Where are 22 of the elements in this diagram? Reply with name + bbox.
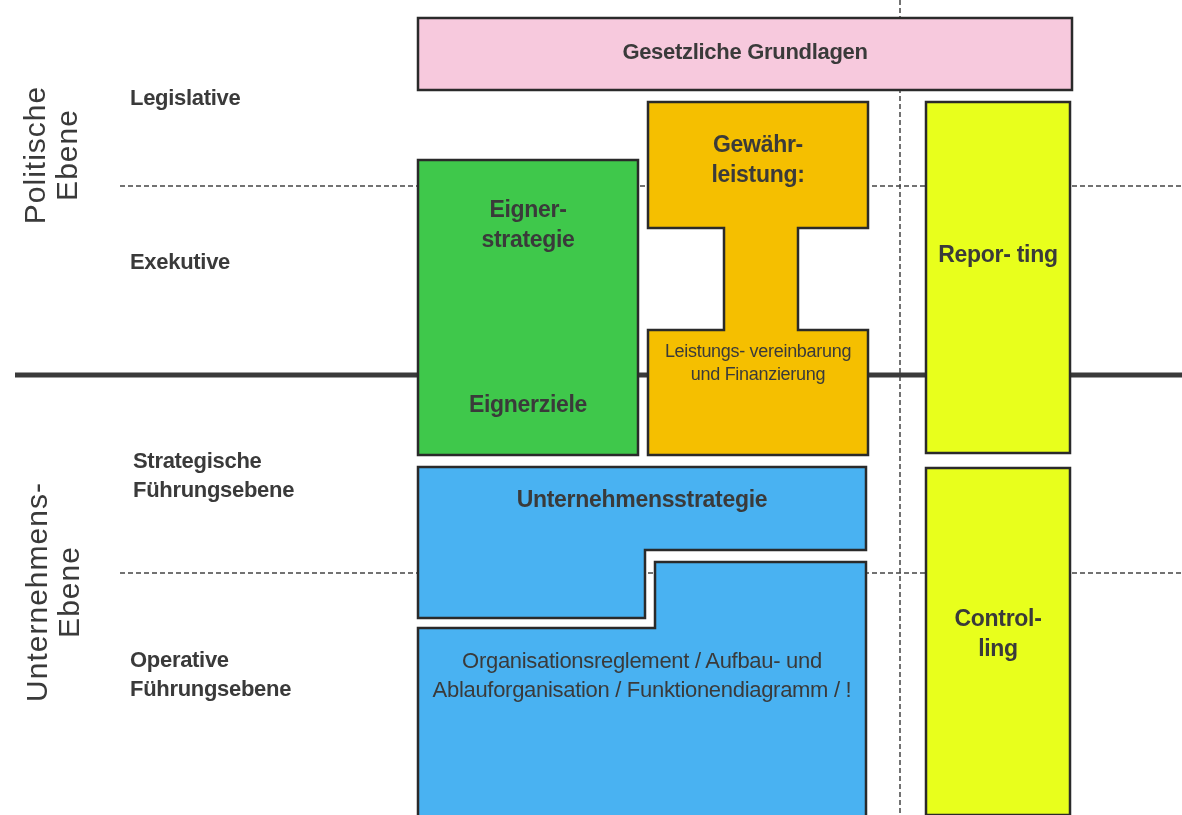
- box-label: Eigner- strategie: [480, 195, 576, 254]
- i-shaped-box: [648, 102, 868, 455]
- box-label: Gewähr- leistung:: [710, 130, 806, 189]
- process-box: [418, 160, 638, 455]
- heading-band: [418, 18, 1072, 90]
- row-label: Operative Führungsebene: [130, 646, 293, 703]
- stepped-box: [418, 467, 866, 618]
- process-box: [926, 102, 1070, 453]
- stepped-box: [418, 562, 866, 815]
- row-label: Strategische Führungsebene: [133, 447, 296, 504]
- process-box: [926, 468, 1070, 815]
- box-label: Eignerziele: [467, 390, 589, 419]
- box-label: Organisationsreglement / Aufbau- und Ablauforganisation / Funktionendiagramm / !: [431, 647, 853, 704]
- box-label: Gesetzliche Grundlagen: [621, 38, 869, 66]
- box-label: Control- ling: [953, 604, 1043, 663]
- box-label: Unternehmensstrategie: [515, 485, 769, 514]
- level-label: Unternehmens- Ebene: [20, 481, 84, 704]
- row-label: Legislative: [130, 84, 241, 112]
- level-label: Politische Ebene: [18, 84, 82, 227]
- box-label: Repor- ting: [937, 240, 1059, 269]
- row-label: Exekutive: [130, 248, 231, 276]
- box-label: Leistungs- vereinbarung und Finanzierung: [663, 340, 853, 387]
